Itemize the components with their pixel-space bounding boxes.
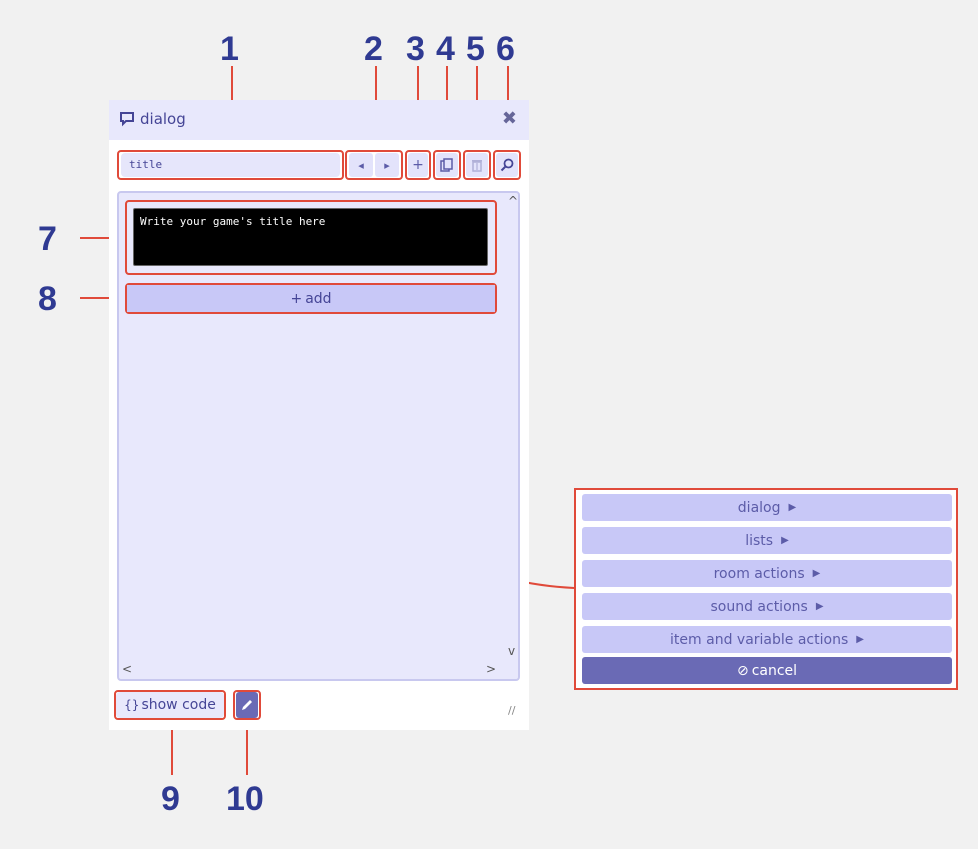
dialog-name-field[interactable]: title — [121, 153, 340, 177]
dialog-text-area[interactable]: Write your game's title here — [133, 208, 488, 266]
code-braces-icon: {} — [124, 698, 140, 712]
add-button[interactable]: + add — [127, 285, 495, 312]
show-code-button[interactable]: {} show code — [116, 692, 224, 718]
next-arrow-icon[interactable]: ▸ — [375, 153, 399, 177]
menu-item-sound-actions[interactable]: sound actions ▶ — [582, 593, 952, 620]
cancel-icon: ⊘ — [736, 662, 749, 679]
close-icon[interactable]: ✖ — [501, 108, 517, 129]
callout-number-5: 5 — [466, 30, 485, 68]
menu-item-lists[interactable]: lists ▶ — [582, 527, 952, 554]
callout-box-5 — [463, 150, 491, 180]
menu-cancel-button[interactable]: ⊘ cancel — [582, 657, 952, 684]
callout-number-2: 2 — [364, 30, 383, 68]
callout-number-8: 8 — [38, 280, 57, 318]
menu-item-label: sound actions — [710, 598, 808, 615]
callout-box-2 — [345, 150, 403, 180]
submenu-arrow-icon: ▶ — [788, 502, 797, 513]
scroll-right-icon[interactable]: > — [486, 662, 497, 676]
dialog-editor-scroll-area[interactable] — [117, 191, 520, 681]
submenu-arrow-icon: ▶ — [856, 634, 864, 645]
callout-number-4: 4 — [436, 30, 455, 68]
add-icon[interactable]: + — [408, 153, 428, 177]
callout-number-1: 1 — [220, 30, 239, 68]
pencil-icon[interactable] — [236, 692, 258, 718]
callout-number-3: 3 — [406, 30, 425, 68]
add-button-label: add — [305, 290, 332, 307]
callout-number-9: 9 — [161, 780, 180, 818]
submenu-arrow-icon: ▶ — [815, 601, 824, 612]
callout-box-3 — [405, 150, 431, 180]
submenu-arrow-icon: ▶ — [781, 535, 789, 546]
menu-item-label: room actions — [713, 565, 805, 582]
scroll-down-icon[interactable]: v — [508, 644, 516, 658]
scroll-up-icon[interactable]: ^ — [508, 194, 519, 208]
add-action-menu: dialog ▶ lists ▶ room actions ▶ sound ac… — [574, 488, 958, 690]
previous-arrow-icon[interactable]: ◂ — [349, 153, 373, 177]
add-icon: + — [290, 290, 303, 307]
menu-item-item-and-variable-actions[interactable]: item and variable actions ▶ — [582, 626, 952, 653]
scroll-left-icon[interactable]: < — [122, 662, 133, 676]
speech-bubble-icon — [119, 111, 135, 131]
menu-item-label: dialog — [737, 499, 781, 516]
menu-item-dialog[interactable]: dialog ▶ — [582, 494, 952, 521]
callout-box-6 — [493, 150, 521, 180]
callout-box-10 — [233, 690, 261, 720]
resize-handle-icon[interactable]: // — [508, 704, 516, 717]
show-code-label: show code — [141, 697, 216, 713]
delete-icon[interactable] — [466, 153, 488, 177]
find-icon[interactable] — [496, 153, 518, 177]
cancel-label: cancel — [751, 662, 798, 679]
menu-item-label: lists — [745, 532, 774, 549]
callout-box-8 — [125, 283, 497, 314]
callout-box-4 — [433, 150, 461, 180]
menu-item-label: item and variable actions — [670, 631, 849, 648]
callout-number-10: 10 — [226, 780, 264, 818]
callout-box-1 — [117, 150, 344, 180]
submenu-arrow-icon: ▶ — [812, 568, 821, 579]
menu-item-room-actions[interactable]: room actions ▶ — [582, 560, 952, 587]
panel-header: dialog ✖ — [109, 100, 529, 140]
panel-title: dialog — [140, 110, 186, 128]
callout-number-7: 7 — [38, 220, 57, 258]
callout-box-9 — [114, 690, 226, 720]
duplicate-icon[interactable] — [436, 153, 458, 177]
callout-number-6: 6 — [496, 30, 515, 68]
callout-box-7 — [125, 200, 497, 275]
